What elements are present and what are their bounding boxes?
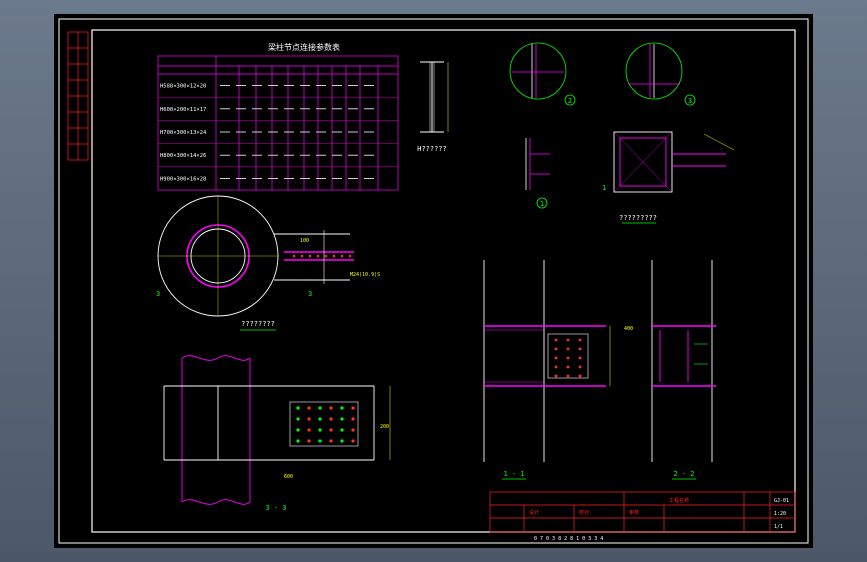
view-3-3	[163, 355, 391, 505]
bolt-mark	[316, 254, 320, 258]
dim-400-label: 400	[624, 326, 633, 332]
bolt-mark	[318, 439, 322, 443]
bolt-mark	[578, 365, 582, 369]
bolt-mark	[340, 406, 344, 410]
bolt-mark	[554, 356, 558, 360]
bolt-mark	[308, 254, 312, 258]
bolt-mark	[340, 254, 344, 258]
section-h-label: H??????	[417, 145, 447, 153]
bolt-mark	[566, 338, 570, 342]
cad-drawing: 梁柱节点连接参数表 H588×300×12×20H600×200×11×17H7…	[58, 18, 809, 544]
bolt-mark	[296, 417, 300, 421]
table-title: 梁柱节点连接参数表	[268, 42, 340, 52]
beam-bolt-group	[554, 338, 582, 378]
tb-label-a: 设计	[529, 509, 539, 516]
box-column-plan	[613, 131, 735, 193]
bolt-mark	[296, 439, 300, 443]
detail-3-label: 3	[688, 97, 692, 105]
bolt-mark	[554, 347, 558, 351]
bolt-mark	[332, 254, 336, 258]
bolt-mark	[292, 254, 296, 258]
bolt-mark	[329, 406, 333, 410]
bolt-mark	[296, 406, 300, 410]
cut-3a-label: 3	[156, 290, 160, 298]
ring-plate-view	[157, 195, 354, 317]
bolt-mark	[340, 428, 344, 432]
bolt-mark	[329, 428, 333, 432]
bolt-mark	[351, 428, 355, 432]
bolt-mark	[578, 374, 582, 378]
h-section-view	[420, 61, 449, 133]
bolt-mark	[300, 254, 304, 258]
bolt-mark	[578, 356, 582, 360]
bolt-mark	[340, 439, 344, 443]
table-row-label: H900×300×16×28	[160, 176, 206, 182]
view-33-title: 3 - 3	[265, 504, 286, 512]
bolt-mark	[296, 428, 300, 432]
detail-2-label: 2	[568, 97, 572, 105]
splice-bolt-group	[296, 406, 355, 443]
table-row-label: H800×300×14×26	[160, 153, 206, 159]
bolt-mark	[566, 347, 570, 351]
view-11-title: 1 - 1	[503, 470, 524, 478]
ring-bolt-row	[292, 254, 352, 258]
bolt-mark	[329, 417, 333, 421]
bolt-mark	[578, 347, 582, 351]
outer-frame	[58, 18, 809, 544]
bolt-mark	[351, 406, 355, 410]
bolt-mark	[307, 417, 311, 421]
detail-circle-3	[625, 42, 696, 106]
view-1-1	[483, 260, 611, 462]
table-row-label: H600×200×11×17	[160, 107, 206, 113]
dim-100-label: 100	[300, 238, 309, 244]
view-top-title: ?????????	[619, 214, 657, 222]
bolt-mark	[566, 356, 570, 360]
bolt-mark	[348, 254, 352, 258]
ring-bolt-note: M24(10.9)S	[350, 272, 380, 278]
tb-sheet: 1/1	[774, 524, 783, 530]
detail-circle-2	[509, 42, 576, 106]
view-22-title: 2 - 2	[673, 470, 694, 478]
bolt-mark	[329, 439, 333, 443]
bolt-mark	[566, 374, 570, 378]
bolt-mark	[307, 428, 311, 432]
cut-3b-label: 3	[308, 290, 312, 298]
bolt-mark	[318, 406, 322, 410]
bolt-mark	[554, 338, 558, 342]
tb-label-c: 审核	[629, 509, 639, 516]
table-row-label: H700×300×13×24	[160, 130, 207, 136]
bolt-mark	[340, 417, 344, 421]
bolt-mark	[566, 365, 570, 369]
bolt-mark	[578, 338, 582, 342]
title-block	[489, 491, 796, 533]
bolt-mark	[351, 417, 355, 421]
bolt-mark	[307, 439, 311, 443]
tb-label-b: 校对	[579, 509, 589, 516]
view-2-2	[651, 260, 716, 462]
table-row-label: H588×300×12×20	[160, 84, 206, 90]
table-grid-rows	[158, 96, 398, 168]
bolt-mark	[318, 417, 322, 421]
bolt-mark	[554, 365, 558, 369]
bolt-mark	[307, 406, 311, 410]
detail-1-label: 1	[540, 200, 544, 208]
dim-600-label: 600	[284, 474, 293, 480]
bolt-mark	[324, 254, 328, 258]
view-ring-title: ????????	[241, 320, 275, 328]
tb-label-d: 工程名称	[669, 497, 689, 504]
table-cells: H588×300×12×20H600×200×11×17H700×300×13×…	[160, 84, 374, 182]
parameter-table: 梁柱节点连接参数表 H588×300×12×20H600×200×11×17H7…	[157, 42, 399, 191]
left-stamp-strip	[67, 31, 89, 161]
bolt-mark	[351, 439, 355, 443]
cut-1-label: 1	[602, 184, 606, 192]
tb-drawing-no: GJ-01	[774, 498, 789, 504]
dim-200-label: 200	[380, 424, 389, 430]
tb-scale: 1:20	[774, 511, 786, 517]
bottom-code: 0 7 0 3 8 2 8 1 0 3 3 4	[534, 536, 603, 542]
bolt-mark	[318, 428, 322, 432]
detail-view-1	[525, 138, 550, 209]
inner-frame	[91, 29, 796, 533]
bolt-mark	[554, 374, 558, 378]
